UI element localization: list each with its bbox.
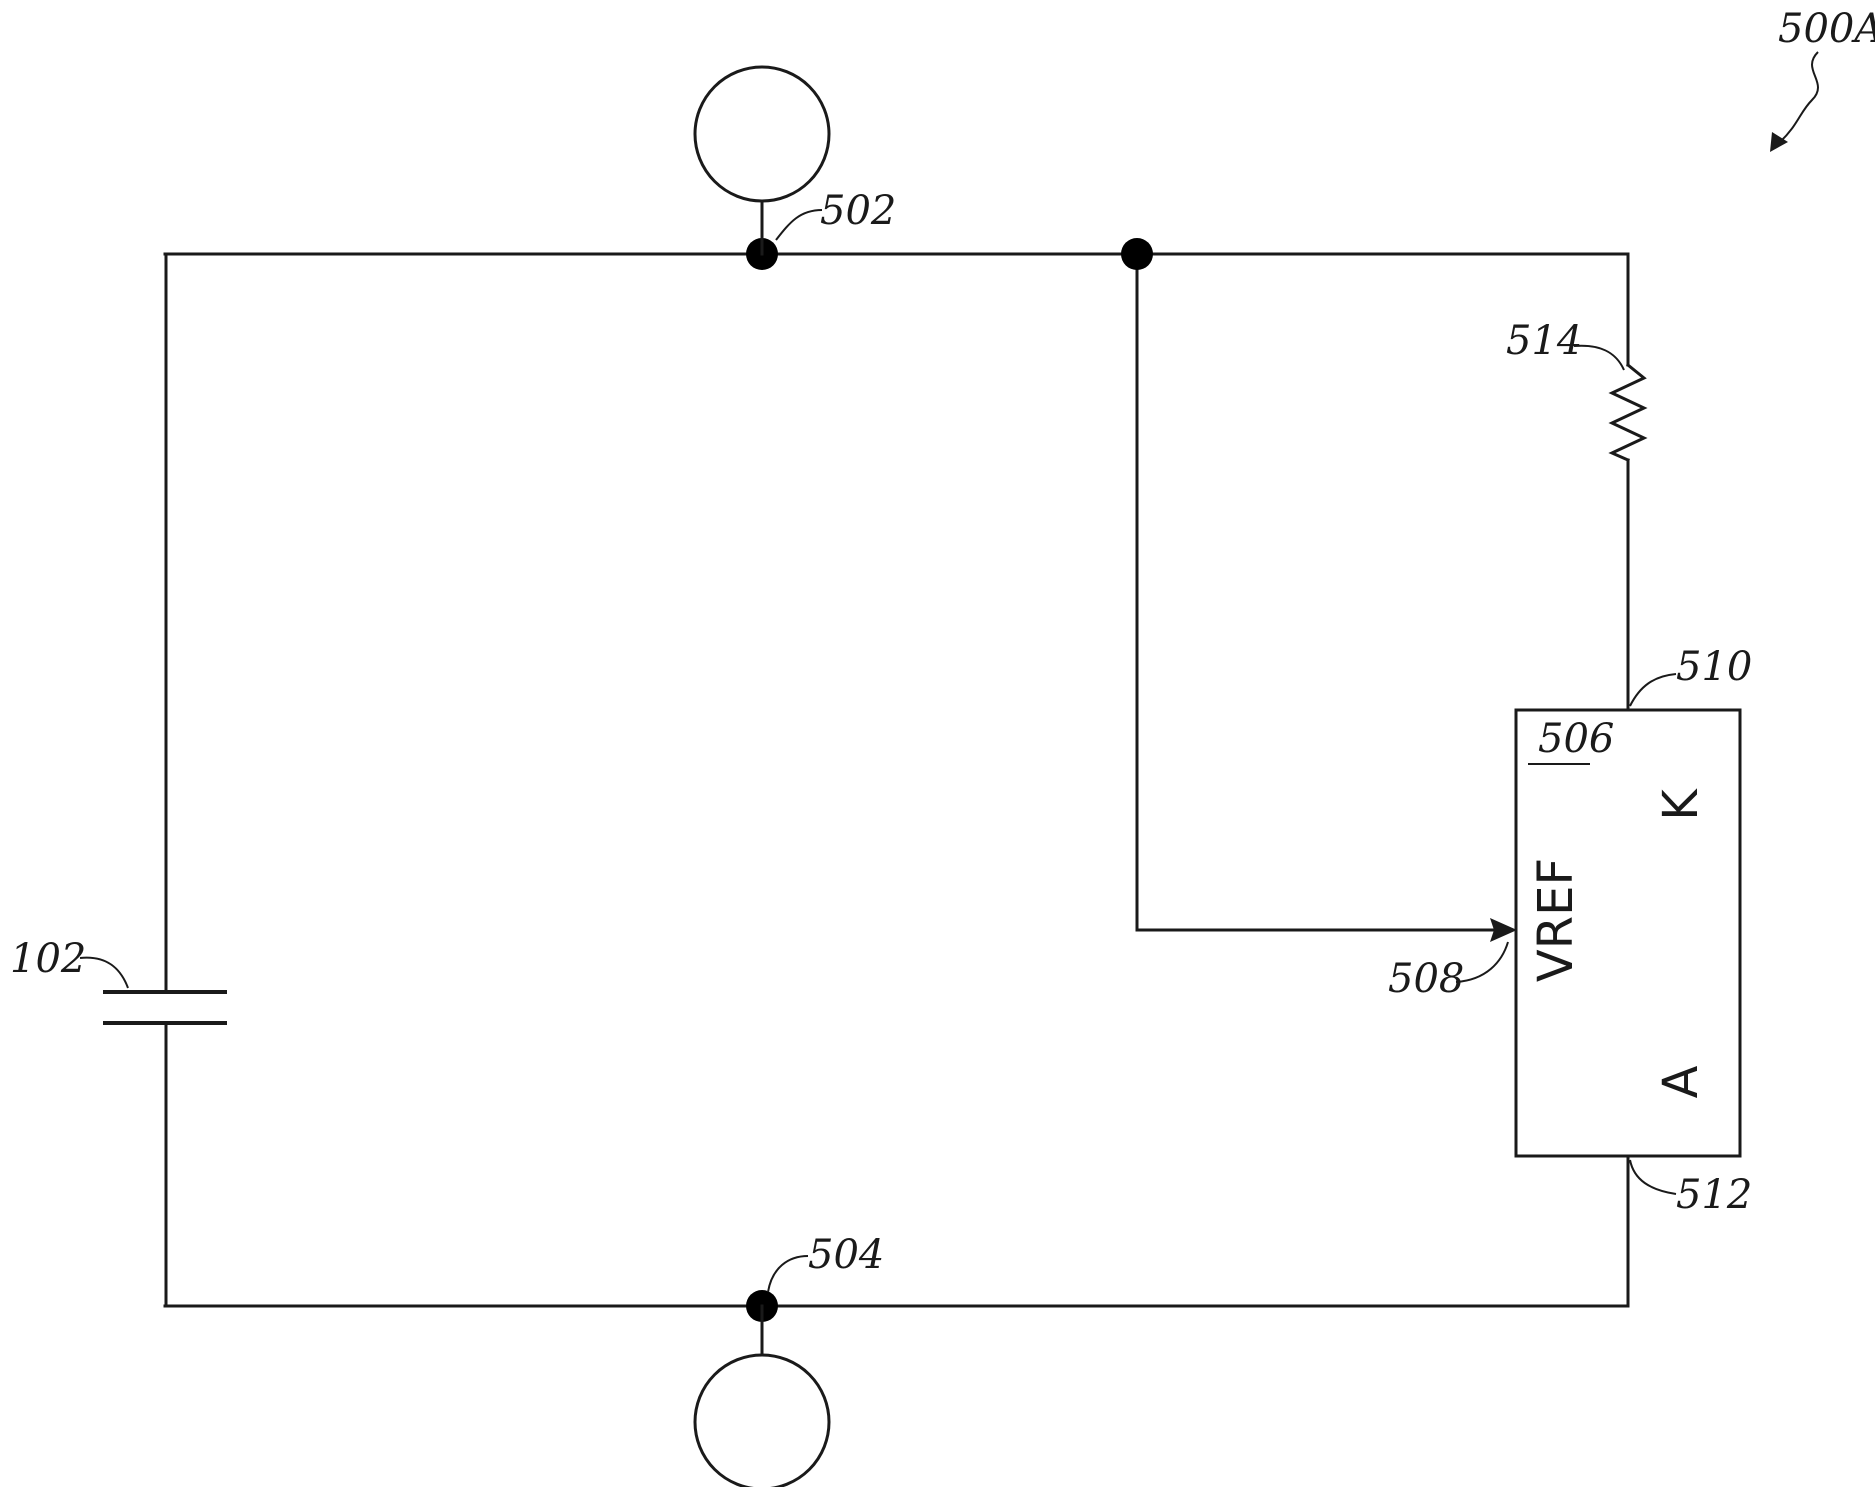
figure-label-leader <box>1780 52 1818 142</box>
leader-102 <box>80 958 128 988</box>
top-terminal-circle <box>695 67 829 201</box>
node-junction-top-right <box>1121 238 1153 270</box>
pin-label-k: K <box>1653 788 1709 821</box>
leader-510 <box>1630 674 1676 706</box>
leader-504 <box>768 1256 808 1292</box>
leader-502 <box>776 210 822 240</box>
pin-label-vref: VREF <box>1528 858 1584 982</box>
label-508: 508 <box>1388 956 1464 1002</box>
label-512: 512 <box>1676 1172 1752 1218</box>
label-510: 510 <box>1676 644 1752 690</box>
label-504: 504 <box>808 1232 884 1278</box>
label-502: 502 <box>820 188 896 234</box>
resistor-514 <box>1612 365 1644 460</box>
vref-arrowhead <box>1490 918 1517 942</box>
label-506: 506 <box>1538 716 1614 762</box>
figure-label: 500A <box>1778 6 1875 52</box>
leader-512 <box>1630 1160 1676 1194</box>
bottom-terminal-circle <box>695 1355 829 1487</box>
figure-label-arrowhead <box>1770 132 1788 152</box>
vref-feed-wire <box>1137 254 1502 930</box>
label-102: 102 <box>10 936 86 982</box>
label-514: 514 <box>1506 318 1582 364</box>
pin-label-a: A <box>1653 1065 1709 1098</box>
